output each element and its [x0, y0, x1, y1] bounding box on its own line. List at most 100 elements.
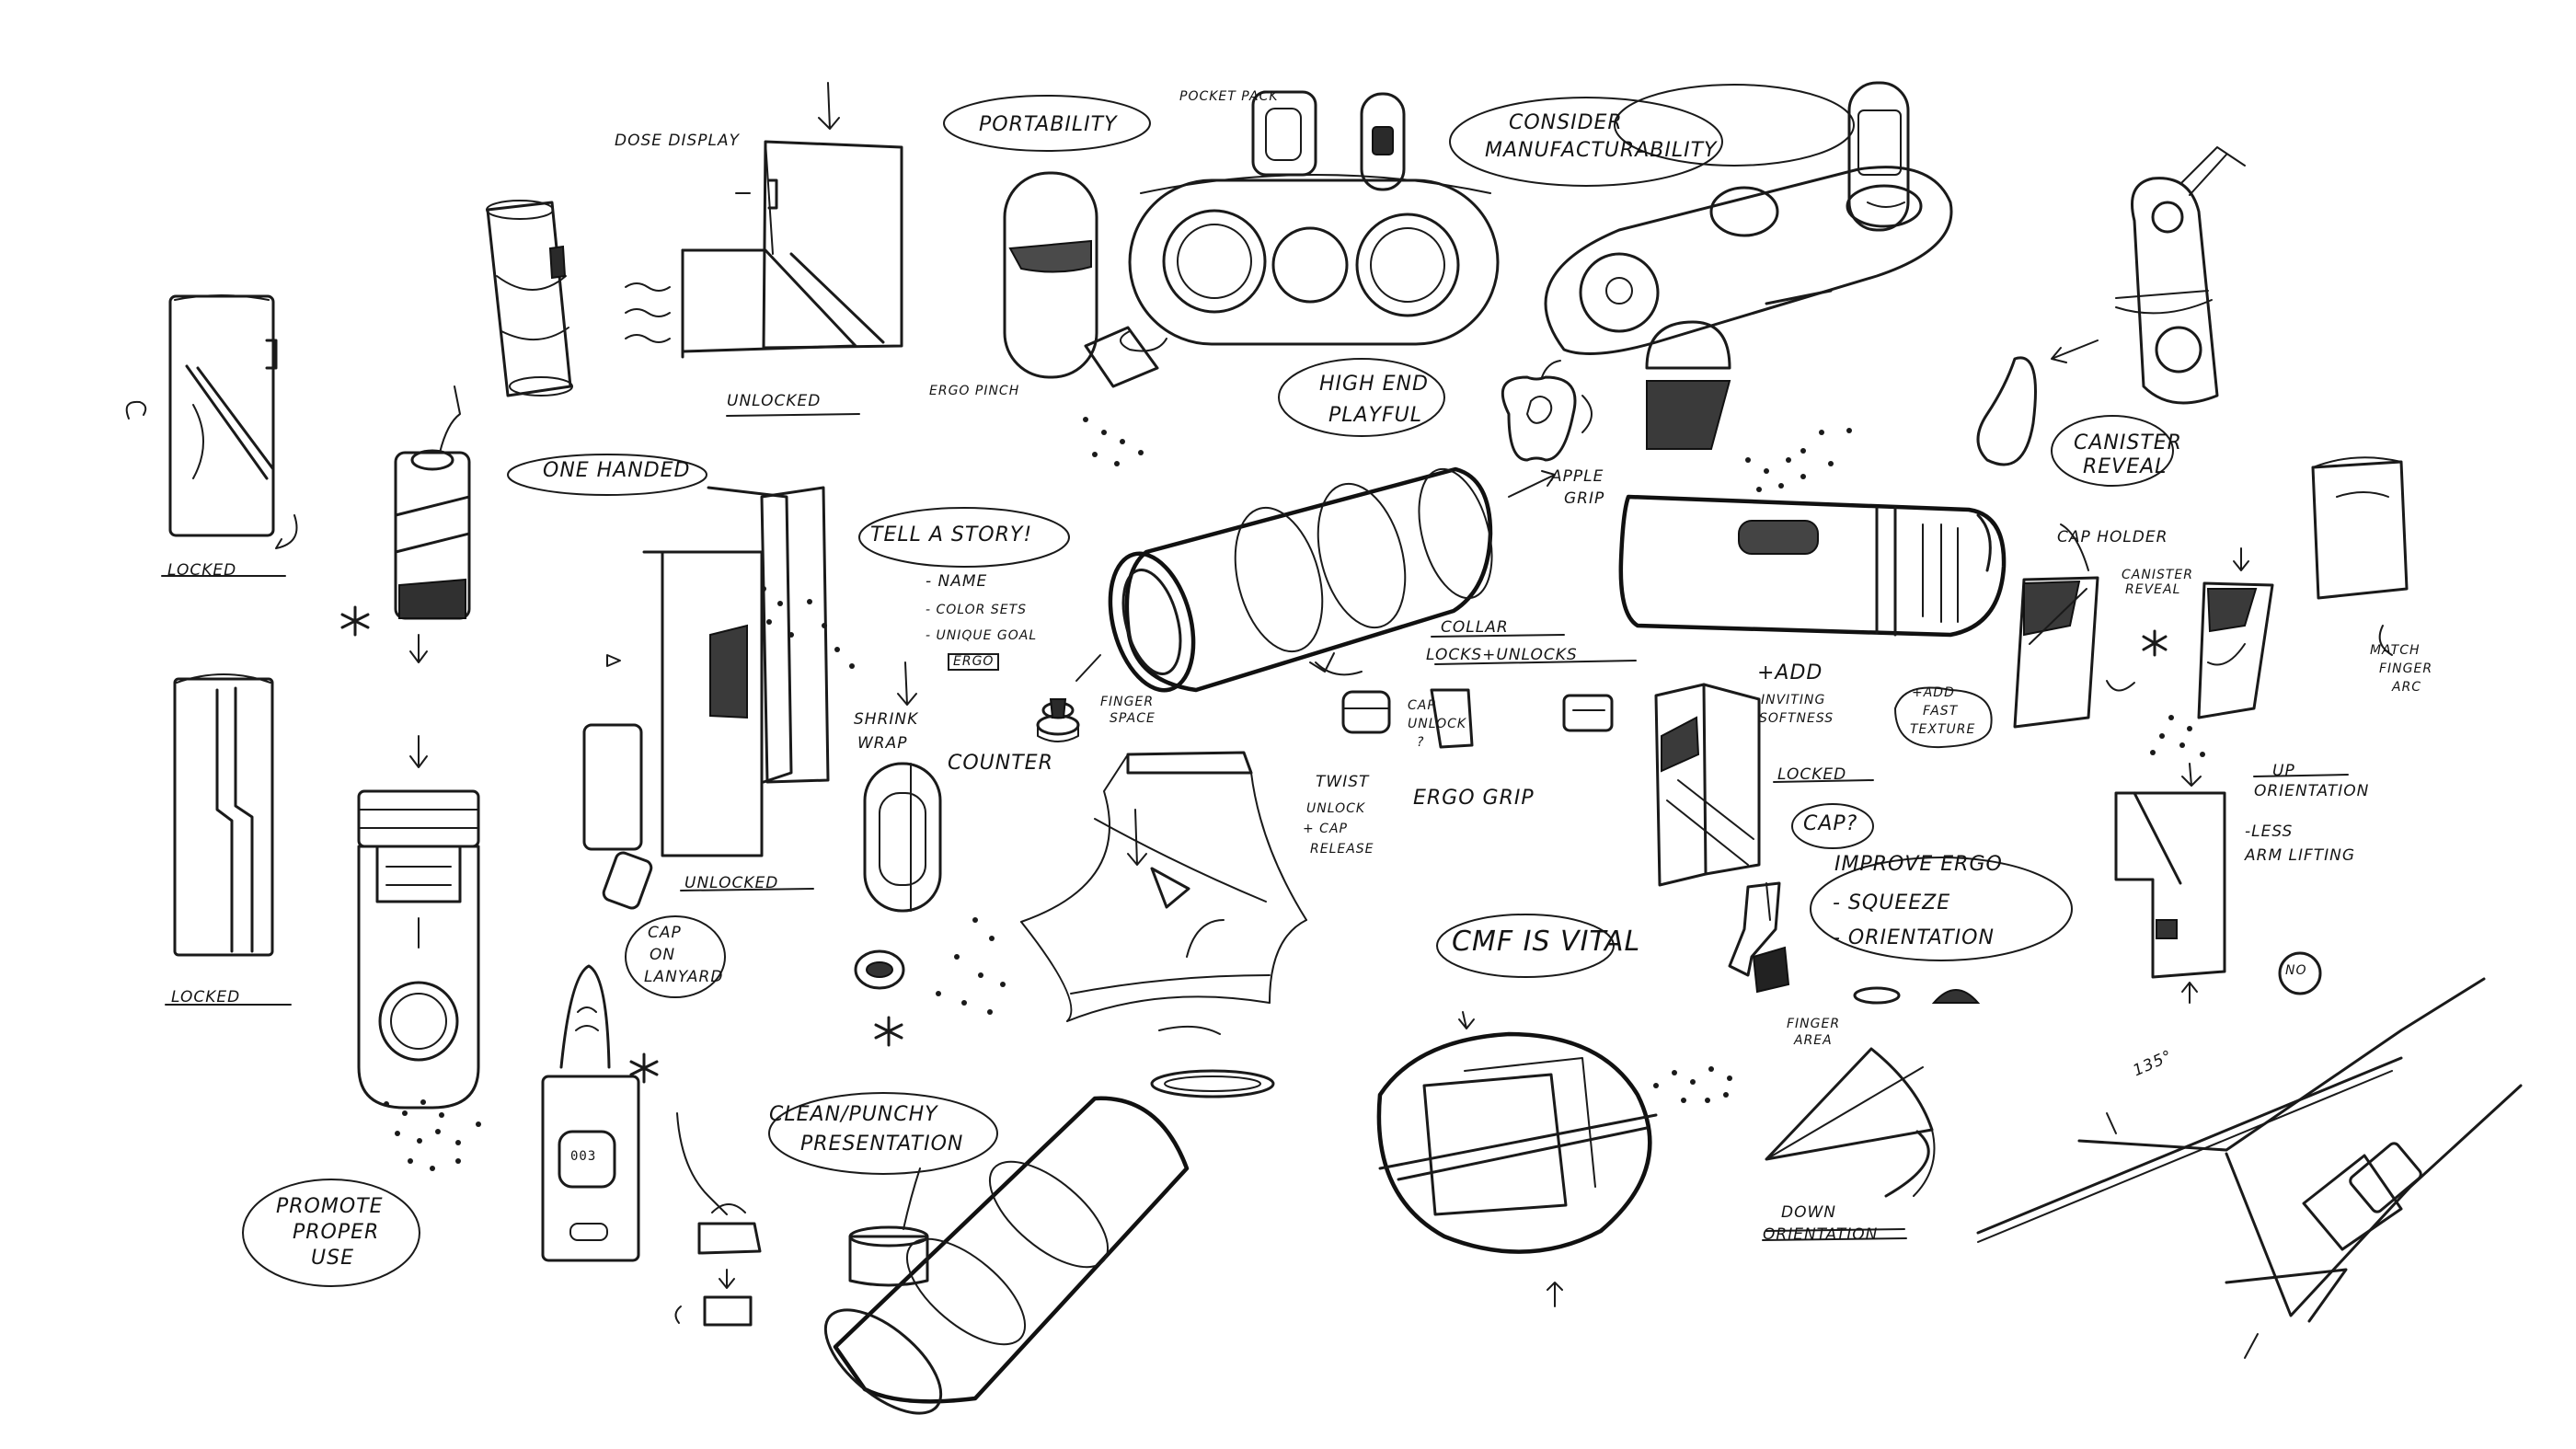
- note-pocket-pack: Pocket Pack: [1179, 89, 1279, 104]
- note-locked-left-top: Locked: [167, 561, 237, 580]
- note-locked-right: Locked: [1777, 765, 1847, 784]
- note-high-end: High End: [1319, 373, 1429, 396]
- angled-tray-sketch: [1544, 81, 1953, 355]
- note-locked-left-bottom: Locked: [171, 988, 241, 1006]
- ring-dish-sketch: [1150, 1025, 1275, 1098]
- squeeze-orientation-sketch: [1728, 881, 1790, 994]
- note-finger-area-1: Finger: [1787, 1017, 1841, 1031]
- dispenser-bottle-sketch: [357, 735, 480, 1110]
- note-cap-on-lanyard-1: Cap: [648, 924, 682, 942]
- note-cap-on-lanyard-2: on: [650, 946, 676, 964]
- note-unlock: Unlock: [1306, 801, 1366, 816]
- note-locks-unlocks: Locks+Unlocks: [1426, 646, 1578, 664]
- counter-dial-sketch: [1036, 654, 1101, 742]
- note-add-fast-2: Fast: [1923, 704, 1959, 719]
- note-no-badge: No: [2285, 963, 2307, 978]
- asterisk-marks: [340, 605, 2168, 1084]
- portability-pill-sketch: [943, 95, 1151, 379]
- note-orientation: - Orientation: [1833, 926, 1995, 949]
- note-inviting: Inviting: [1761, 693, 1826, 707]
- note-grip: Grip: [1564, 489, 1605, 508]
- note-arm-lifting: Arm Lifting: [2245, 846, 2356, 865]
- note-list-unique-goal: - Unique Goal: [926, 628, 1038, 643]
- match-finger-box-sketch: [2311, 456, 2409, 656]
- note-cap-on-lanyard-3: Lanyard: [644, 968, 724, 986]
- note-cap-unlock-3: ?: [1417, 735, 1425, 750]
- lanyard-tube-sketch: [394, 385, 471, 663]
- up-orientation-dispenser-sketch: [2114, 763, 2322, 1004]
- note-use: Use: [311, 1247, 354, 1270]
- note-dose-display: Dose Display: [615, 132, 741, 150]
- one-handed-tall-box-sketch: [606, 486, 830, 857]
- annotation-ovals: [242, 97, 2174, 1287]
- spray-dots: [384, 417, 2205, 1171]
- lanyard-dispenser-sketch: [541, 964, 762, 1327]
- note-reveal-small: Reveal: [2125, 582, 2181, 597]
- twist-unlock-wireframe-sketch: [1020, 751, 1307, 1022]
- note-unlocked-top: Unlocked: [727, 392, 822, 410]
- note-playful: Playful: [1328, 404, 1423, 427]
- note-proper: Proper: [293, 1221, 380, 1244]
- note-manufacturability: Manufacturability: [1485, 139, 1718, 162]
- note-portability: Portability: [979, 113, 1118, 136]
- squeeze-grip-sketch: [1976, 356, 2037, 466]
- note-finger-area-2: Area: [1794, 1033, 1833, 1048]
- note-cap-unlock-1: Cap: [1408, 698, 1436, 713]
- note-tell-a-story: Tell A Story!: [870, 523, 1033, 546]
- apple-grip-sketch: [1501, 360, 1593, 462]
- note-plus-cap: + Cap: [1303, 822, 1348, 836]
- note-presentation: Presentation: [800, 1133, 964, 1156]
- note-cap-unlock-2: Unlock: [1408, 717, 1467, 731]
- dose-counter-digits: 003: [570, 1149, 597, 1164]
- tall-canister-locked-2-sketch: [173, 673, 274, 957]
- down-orientation-fan-sketch: [1765, 1047, 1936, 1198]
- note-squeeze: - Squeeze: [1833, 891, 1951, 914]
- note-softness: Softness: [1759, 711, 1834, 726]
- collar-caps-sketch: [1341, 688, 1614, 749]
- note-reveal: Reveal: [2083, 455, 2168, 478]
- note-counter: Counter: [948, 752, 1053, 775]
- note-collar: Collar: [1441, 618, 1509, 637]
- lanyard-canister-sketch: [2051, 146, 2246, 405]
- cmf-circular-sketch: [1376, 1011, 1658, 1307]
- note-clean-punchy: Clean/Punchy: [769, 1103, 938, 1126]
- note-add: +Add: [1757, 661, 1823, 684]
- note-ergo-grip: Ergo Grip: [1413, 787, 1535, 810]
- locked-box-right-sketch: [1654, 683, 1761, 887]
- clean-punchy-cylinder-sketch: [823, 1096, 1190, 1415]
- note-list-ergo: Ergo: [948, 653, 1000, 671]
- note-shrink: Shrink: [854, 710, 919, 729]
- angled-rail-assembly-sketch: [1976, 977, 2523, 1359]
- clear-cylinder-sketch: [486, 200, 573, 397]
- note-improve-ergo: Improve Ergo: [1834, 853, 2003, 876]
- horizontal-capsule-sketch: [1618, 494, 2007, 638]
- hatched-cap-sketch: [1645, 320, 1731, 450]
- vertical-cartridge-sketch: [582, 723, 653, 910]
- tall-canister-locked-sketch: [125, 294, 298, 549]
- note-canister-small: Canister: [2122, 568, 2193, 582]
- note-up: Up: [2272, 762, 2295, 780]
- note-add-fast-1: +Add: [1912, 685, 1955, 700]
- note-arc: Arc: [2392, 680, 2422, 695]
- cap-holder-pieces-sketch: [2013, 523, 2274, 729]
- note-unlocked-mid: Unlocked: [684, 874, 779, 892]
- note-consider: Consider: [1509, 111, 1623, 134]
- central-capsule-cylinder-sketch: [1108, 466, 1556, 693]
- note-ergo-pinch: Ergo Pinch: [929, 384, 1020, 398]
- note-promote: Promote: [276, 1195, 384, 1218]
- note-list-name: - Name: [926, 572, 988, 591]
- note-wrap: Wrap: [857, 734, 908, 753]
- note-twist: Twist: [1316, 773, 1370, 791]
- shrink-wrap-capsule-sketch: [854, 661, 942, 990]
- note-finger: Finger: [1100, 695, 1155, 709]
- note-up-orientation: Orientation: [2254, 782, 2370, 800]
- note-one-handed: One Handed: [543, 459, 691, 482]
- note-cmf-is-vital: CMF is Vital: [1452, 926, 1641, 958]
- dose-display-box-sketch: [625, 82, 903, 359]
- note-down: Down: [1781, 1203, 1836, 1222]
- note-add-fast-3: Texture: [1910, 722, 1976, 737]
- three-hole-tray-sketch: [1084, 174, 1500, 388]
- note-list-color-sets: - Color Sets: [926, 603, 1028, 617]
